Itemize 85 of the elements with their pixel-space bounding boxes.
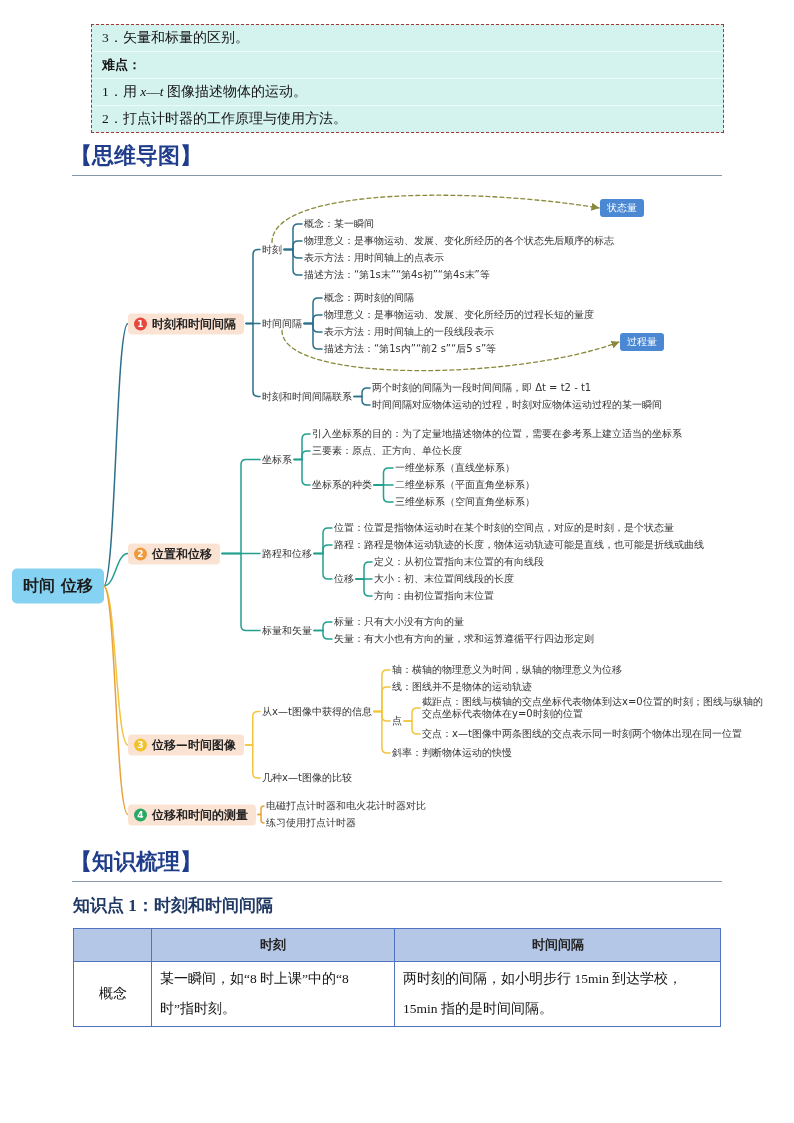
- subtopic-text: 点: [392, 715, 402, 727]
- topic-text: 表示方法：用时间轴上的点表示: [304, 252, 444, 264]
- note-text: 1．用 x—t 图像描述物体的运动。: [102, 83, 307, 101]
- subtopic-text: 坐标系: [262, 453, 292, 466]
- connector-line: [102, 585, 129, 746]
- step-number: 4: [134, 808, 147, 821]
- topic-text: 物理意义：是事物运动、发展、变化所经历的各个状态先后顺序的标志: [304, 235, 614, 247]
- topic-text: 三维坐标系（空间直角坐标系）: [395, 496, 535, 508]
- topic-text: 练习使用打点计时器: [266, 817, 356, 829]
- topic-text: 一维坐标系（直线坐标系）: [395, 462, 515, 474]
- subtopic-text: 位移: [334, 573, 354, 585]
- connector-line: [102, 322, 129, 587]
- topic-text: 几种x—t图像的比较: [262, 772, 352, 784]
- connector-line: [403, 720, 421, 735]
- subtopic-text: 时刻和时间间隔联系: [262, 390, 352, 403]
- connector-line: [313, 552, 333, 580]
- topic-text: 定义：从初位置指向末位置的有向线段: [374, 556, 544, 568]
- topic-title: 时刻和时间间隔: [152, 316, 236, 331]
- topic-text: 矢量：有大小也有方向的量，求和运算遵循平行四边形定则: [334, 633, 594, 645]
- note-box: [91, 24, 724, 133]
- quantity-tag: 过程量: [620, 333, 664, 351]
- topic-text: 位置：位置是指物体运动时在某个时刻的空间点，对应的是时刻，是个状态量: [334, 522, 674, 534]
- topic-title: 位移—时间图像: [152, 737, 236, 753]
- subtopic-text: 从x—t图像中获得的信息: [262, 705, 372, 718]
- topic-text: 方向：由初位置指向末位置: [374, 590, 494, 602]
- topic-text: 截距点：图线与横轴的交点坐标代表物体到达x=0位置的时刻；图线与纵轴的交点坐标代表物体在y=0时刻的位置: [422, 696, 772, 720]
- dashed-arrow: [271, 194, 600, 244]
- topic-text: 物理意义：是事物运动、发展、变化所经历的过程长短的量度: [324, 309, 594, 321]
- topic-text: 轴：横轴的物理意义为时间，纵轴的物理意义为位移: [392, 664, 622, 676]
- topic-text: 斜率：判断物体运动的快慢: [392, 747, 512, 759]
- quantity-tag: 状态量: [600, 199, 644, 217]
- topic-title: 位置和位移: [152, 546, 212, 561]
- section-heading: 【知识梳理】: [70, 848, 202, 876]
- topic-text: 时间间隔对应物体运动的过程，时刻对应物体运动过程的某一瞬间: [372, 399, 662, 411]
- step-number: 3: [134, 738, 147, 752]
- connector-line: [283, 248, 303, 276]
- connector-line: [221, 552, 261, 632]
- topic-text: 描述方法：“第1s内”“前2 s”“后5 s”等: [324, 343, 497, 355]
- column-header: 时间间隔: [394, 928, 721, 962]
- subsection-heading: 知识点 1：时刻和时间间隔: [73, 895, 273, 917]
- subtopic-text: 坐标系的种类: [312, 479, 372, 491]
- topic-text: 概念：两时刻的间隔: [324, 292, 414, 304]
- note-text: 2．打点计时器的工作原理与使用方法。: [102, 110, 347, 128]
- row-header: 概念: [73, 961, 152, 1027]
- topic-text: 路程：路程是物体运动轨迹的长度，物体运动轨迹可能是直线，也可能是折线或曲线: [334, 539, 704, 551]
- subtopic-text: 标量和矢量: [262, 624, 312, 637]
- table-cell: 某一瞬间，如“8 时上课”中的“8 时”指时刻。: [151, 961, 395, 1027]
- topic-text: 三要素：原点、正方向、单位长度: [312, 445, 462, 457]
- topic-text: 标量：只有大小没有方向的量: [334, 616, 464, 628]
- connector-line: [102, 552, 129, 587]
- connector-line: [313, 629, 333, 640]
- topic-text: 大小：初、末位置间线段的长度: [374, 573, 514, 585]
- section-label: 难点：: [102, 56, 141, 74]
- column-header: 时刻: [151, 928, 395, 962]
- connector-line: [102, 585, 129, 816]
- connector-line: [257, 805, 265, 816]
- subtopic-text: 时刻: [262, 243, 282, 256]
- topic-text: 引入坐标系的目的：为了定量地描述物体的位置，需要在参考系上建立适当的坐标系: [312, 428, 682, 440]
- main-branch-topic: [128, 313, 244, 334]
- note-text: 3．矢量和标量的区别。: [102, 29, 249, 47]
- connector-line: [353, 395, 371, 406]
- table-cell: 两时刻的间隔，如小明步行 15min 到达学校，15min 指的是时间间隔。: [394, 961, 721, 1027]
- topic-text: 两个时刻的间隔为一段时间间隔，即 Δt = t2 - t1: [372, 382, 592, 394]
- topic-text: 交点：x—t图像中两条图线的交点表示同一时刻两个物体出现在同一位置: [422, 728, 742, 740]
- step-number: 1: [134, 317, 147, 330]
- topic-text: 线：图线并不是物体的运动轨迹: [392, 681, 532, 693]
- topic-title: 位移和时间的测量: [152, 807, 248, 822]
- dashed-arrow: [281, 329, 620, 372]
- main-branch-topic: [128, 543, 220, 564]
- topic-text: 二维坐标系（平面直角坐标系）: [395, 479, 535, 491]
- subtopic-text: 路程和位移: [262, 547, 312, 560]
- topic-text: 电磁打点计时器和电火花计时器对比: [266, 800, 426, 812]
- topic-text: 概念：某一瞬间: [304, 218, 374, 230]
- central-topic: 时间 位移: [12, 568, 104, 604]
- step-number: 2: [134, 547, 147, 560]
- connector-line: [257, 813, 265, 824]
- connector-line: [303, 322, 323, 350]
- subtopic-text: 时间间隔: [262, 317, 302, 330]
- connector-line: [355, 578, 373, 597]
- topic-text: 表示方法：用时间轴上的一段线段表示: [324, 326, 494, 338]
- main-branch-topic: [128, 804, 256, 825]
- section-heading: 【思维导图】: [70, 142, 202, 170]
- topic-text: 描述方法：“第1s末”“第4s初”“第4s末”等: [304, 269, 490, 281]
- main-branch-topic: [128, 734, 244, 756]
- connector-line: [373, 484, 394, 503]
